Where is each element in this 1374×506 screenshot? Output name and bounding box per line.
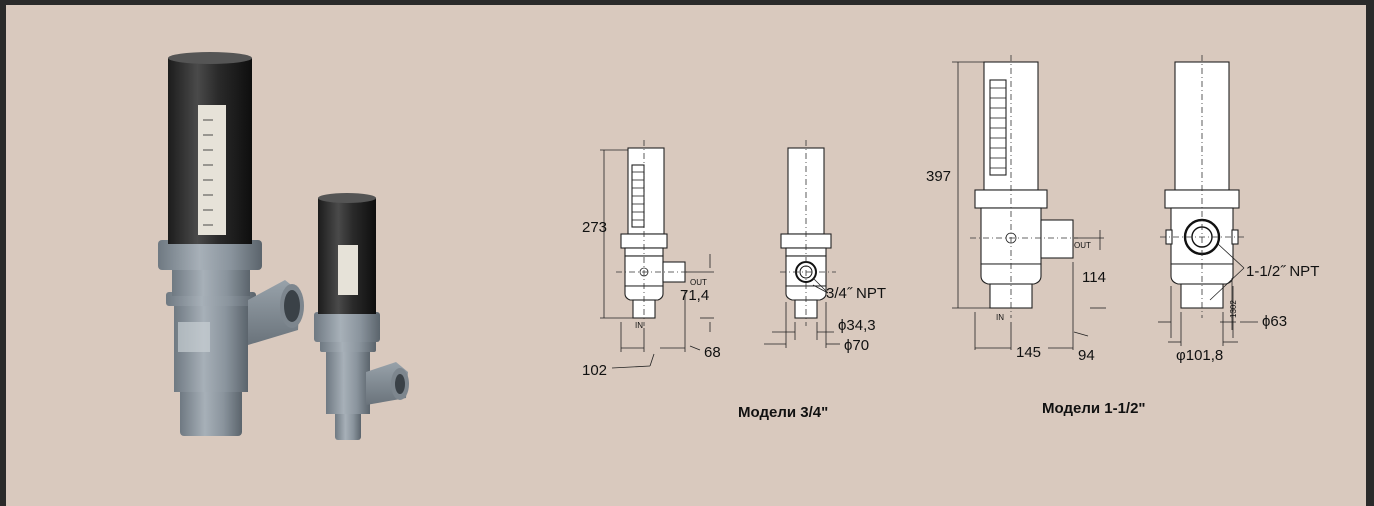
drawing-canvas: 273 71,4 102 68 3/4˝ NPT ϕ34,3 ϕ70 IN OU… xyxy=(158,52,1319,440)
model-34-thread-label: 3/4˝ NPT xyxy=(826,285,886,302)
model-112-height-label: 397 xyxy=(926,168,951,185)
model-112-inner-diameter-label: ϕ63 xyxy=(1262,313,1287,330)
model-34-outer-diameter-label: ϕ70 xyxy=(844,337,869,354)
model-112-small-mark: 1302 xyxy=(1229,300,1238,318)
large-flowmeter-photo xyxy=(158,52,304,436)
model-34-out-label: OUT xyxy=(690,278,707,287)
model-112-outlet-offset-label: 94 xyxy=(1078,347,1095,364)
model-112-thread-label: 1-1/2˝ NPT xyxy=(1246,263,1319,280)
model-112-front-view xyxy=(1158,55,1258,346)
model-112-body-width-label: 145 xyxy=(1016,344,1041,361)
model-34-side-view xyxy=(600,140,714,369)
model-112-outer-diameter-label: φ101,8 xyxy=(1176,347,1223,364)
model-112-caption: Модели 1-1/2" xyxy=(1042,400,1146,417)
model-112-side-view xyxy=(952,55,1106,350)
model-34-height-label: 273 xyxy=(582,219,607,236)
model-34-body-width-label: 102 xyxy=(582,362,607,379)
model-34-outlet-offset-label: 68 xyxy=(704,344,721,361)
model-34-caption: Модели 3/4" xyxy=(738,404,828,421)
model-34-outlet-height-label: 71,4 xyxy=(680,287,709,304)
model-112-outlet-height-label: 114 xyxy=(1082,269,1106,286)
model-34-inner-diameter-label: ϕ34,3 xyxy=(838,317,876,334)
model-112-out-label: OUT xyxy=(1074,241,1091,250)
model-34-in-label: IN xyxy=(635,321,643,330)
small-flowmeter-photo xyxy=(314,193,409,440)
model-112-in-label: IN xyxy=(996,313,1004,322)
model-34-front-view xyxy=(764,140,840,348)
